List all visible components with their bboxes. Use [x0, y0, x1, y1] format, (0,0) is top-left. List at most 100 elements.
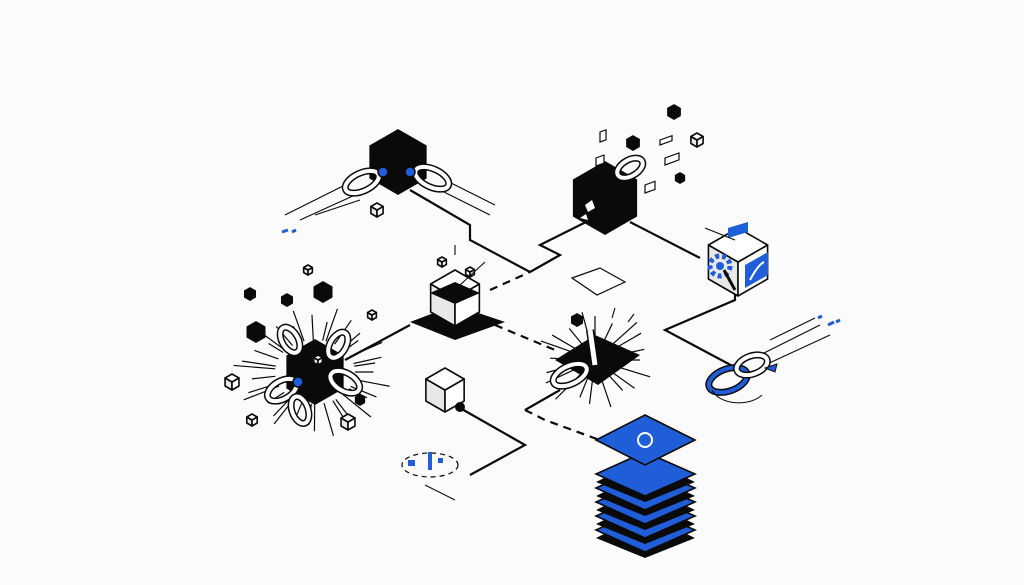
link-joint [404, 166, 416, 178]
cube-face [354, 394, 366, 401]
motion-line [611, 307, 616, 319]
stack-layer [594, 451, 697, 497]
cube-face [280, 293, 294, 301]
burst-ray [251, 375, 276, 380]
motion-line [459, 261, 486, 286]
small-box-icon [425, 367, 465, 413]
exploding-block-icon [224, 264, 390, 437]
burst-ray [311, 314, 314, 341]
chain-link [343, 168, 381, 196]
motion-line [627, 313, 635, 323]
motion-line [704, 227, 736, 241]
debris-shard [659, 134, 673, 146]
connector-line [409, 189, 531, 273]
connector-line [629, 221, 701, 259]
burst-ray [354, 362, 376, 367]
cube-face [224, 373, 240, 383]
cube-face [674, 172, 686, 179]
debris-shard [595, 154, 605, 167]
connector-line [662, 290, 741, 371]
chain-link [706, 365, 750, 395]
debris-shard [599, 128, 607, 143]
motion-line [764, 334, 831, 366]
chain-fragment [763, 363, 778, 373]
stack-top [594, 414, 697, 466]
cube-face [302, 264, 314, 271]
burst-ray [325, 308, 338, 342]
chained-block-icon [281, 129, 496, 234]
cube-face [369, 129, 427, 163]
cube-face [464, 266, 476, 273]
motion-line [314, 199, 361, 216]
chain-link [413, 164, 451, 192]
chain-link [551, 361, 589, 389]
burst-ray [268, 343, 284, 354]
cube-face [626, 135, 640, 144]
link-joint [377, 166, 389, 178]
accent-block [408, 460, 415, 466]
burst-ray [292, 310, 305, 342]
cube-face [436, 256, 448, 263]
motion-arc [711, 389, 763, 404]
cube-face [707, 227, 769, 263]
debris-shard [664, 152, 680, 166]
connector-line [529, 219, 591, 273]
accent-dash [817, 314, 841, 327]
broken-chain-icon [705, 314, 841, 404]
burst-block-icon [540, 307, 651, 408]
connector-line [524, 409, 606, 444]
burst-ray [322, 321, 328, 341]
link-joint [292, 376, 304, 388]
chain-link [326, 330, 350, 360]
chain-link [289, 394, 311, 426]
chain-link [734, 352, 770, 378]
chain-link [615, 156, 645, 180]
burst-ray [233, 364, 276, 370]
chain-link [328, 368, 362, 396]
motion-line [769, 317, 816, 341]
connector-line [489, 270, 531, 292]
connector-line [494, 323, 556, 352]
burst-ray [242, 360, 276, 367]
box-opening [430, 282, 480, 304]
cube-face [246, 321, 266, 333]
burst-ray [342, 394, 372, 418]
cube-face [570, 313, 584, 321]
box-port [455, 402, 465, 412]
stack-glyph [637, 432, 653, 448]
crack-shard [585, 200, 595, 212]
debris-shard [644, 180, 656, 194]
cube-face [313, 281, 333, 293]
cube-face [312, 354, 324, 361]
cube-face [370, 202, 384, 211]
cube-face [667, 104, 681, 113]
cube-face [572, 161, 638, 199]
accent-block [438, 458, 443, 463]
cube-face [340, 413, 356, 423]
cube-face [425, 367, 465, 391]
wrench-shape [722, 269, 737, 291]
motion-line [444, 179, 496, 206]
gear-shape [707, 253, 733, 279]
burst-ray [295, 402, 303, 417]
cube-face [366, 309, 378, 316]
burst-ray [323, 403, 335, 437]
crack-shard [580, 214, 588, 220]
connector-line [459, 407, 528, 476]
signal-fragment-icon [401, 452, 459, 501]
link-shard [587, 329, 598, 366]
burst-ray [254, 349, 279, 360]
blue-tab [728, 222, 748, 238]
burst-ray [350, 385, 377, 398]
panel-glyph [749, 261, 765, 281]
connector-line [524, 389, 561, 411]
motion-line [299, 194, 356, 221]
burst-ray [609, 370, 635, 389]
database-stack-icon [594, 414, 697, 558]
motion-line [759, 324, 821, 356]
motion-line [439, 189, 491, 216]
burst-ray [353, 356, 382, 365]
motion-line [284, 184, 346, 216]
